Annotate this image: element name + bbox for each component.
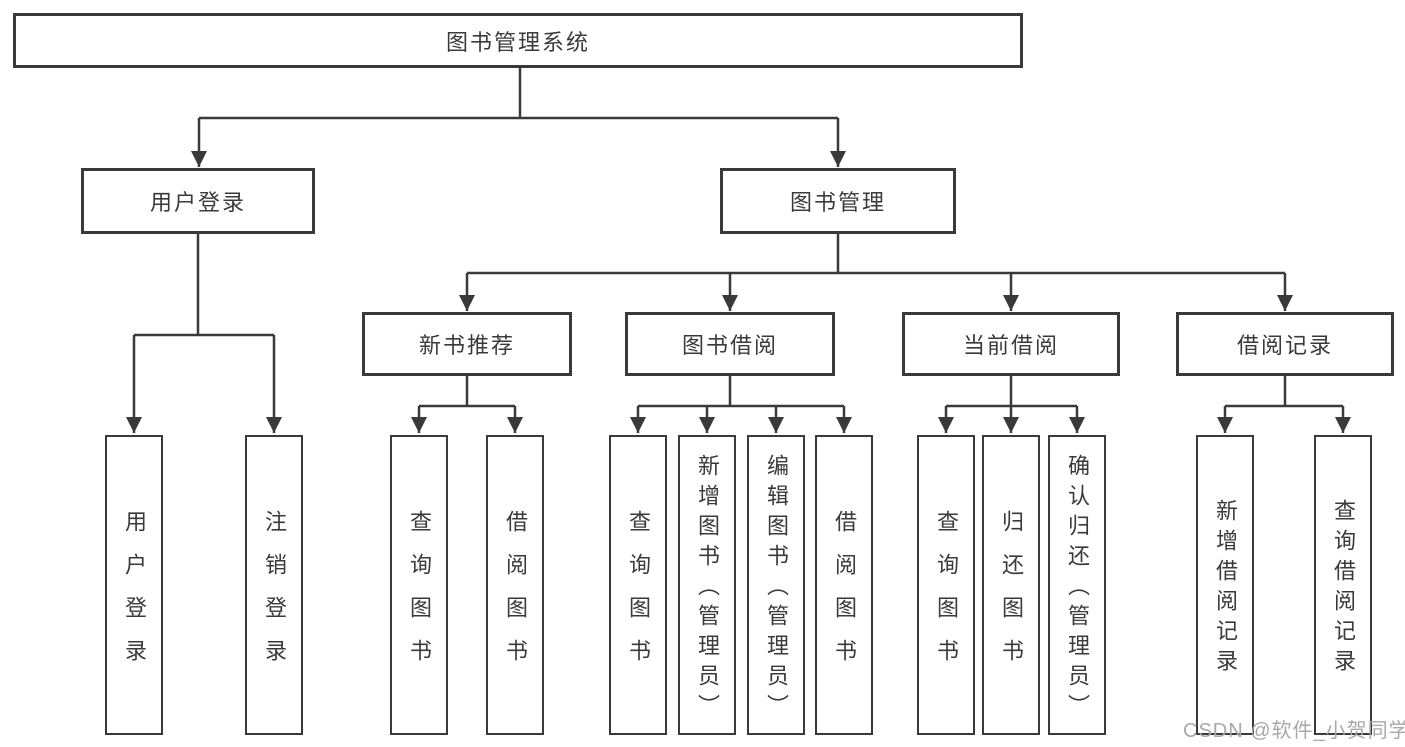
leaf-query-books-borrowing: 查询图书	[609, 435, 667, 735]
node-library-management-system-label: 图书管理系统	[445, 29, 590, 55]
leaf-query-books-borrowing-label: 查询图书	[626, 509, 651, 682]
leaf-confirm-return-admin: 确认归还（管理员）	[1048, 435, 1106, 735]
leaf-add-books-admin: 新增图书（管理员）	[678, 435, 736, 735]
leaf-user-login-label: 用户登录	[122, 509, 147, 682]
leaf-query-books-current: 查询图书	[917, 435, 975, 735]
leaf-logout-label: 注销登录	[262, 509, 287, 682]
node-book-management-label: 图书管理	[789, 190, 886, 215]
leaf-borrow-books: 借阅图书	[815, 435, 873, 735]
leaf-edit-books-admin-label: 编辑图书（管理员）	[764, 454, 789, 724]
leaf-borrow-books-label: 借阅图书	[832, 509, 857, 682]
leaf-add-borrow-record-label: 新增借阅记录	[1213, 499, 1238, 679]
node-user-login: 用户登录	[81, 168, 315, 234]
leaf-query-books-current-label: 查询图书	[934, 509, 959, 682]
node-book-management: 图书管理	[720, 168, 956, 234]
leaf-query-books-recommendation: 查询图书	[390, 435, 448, 735]
leaf-borrow-books-recommendation: 借阅图书	[486, 435, 544, 735]
leaf-add-books-admin-label: 新增图书（管理员）	[695, 454, 720, 724]
csdn-watermark: CSDN @软件_小贺同学	[1183, 720, 1405, 742]
node-new-book-recommendation: 新书推荐	[362, 312, 572, 376]
node-library-management-system: 图书管理系统	[13, 13, 1023, 68]
leaf-return-books-label: 归还图书	[999, 509, 1024, 682]
leaf-logout: 注销登录	[245, 435, 303, 735]
leaf-borrow-books-recommendation-label: 借阅图书	[503, 509, 528, 682]
node-new-book-recommendation-label: 新书推荐	[418, 333, 515, 358]
leaf-query-borrow-record: 查询借阅记录	[1314, 435, 1372, 735]
leaf-confirm-return-admin-label: 确认归还（管理员）	[1065, 454, 1090, 724]
node-borrowing-records: 借阅记录	[1176, 312, 1394, 376]
node-book-borrowing: 图书借阅	[625, 312, 835, 376]
node-book-borrowing-label: 图书借阅	[681, 333, 778, 358]
leaf-return-books: 归还图书	[982, 435, 1040, 735]
leaf-user-login: 用户登录	[105, 435, 163, 735]
leaf-edit-books-admin: 编辑图书（管理员）	[747, 435, 805, 735]
leaf-query-books-recommendation-label: 查询图书	[407, 509, 432, 682]
node-user-login-label: 用户登录	[149, 190, 246, 215]
node-borrowing-records-label: 借阅记录	[1236, 333, 1333, 358]
connector-trunks	[134, 68, 1343, 408]
leaf-add-borrow-record: 新增借阅记录	[1196, 435, 1254, 735]
node-current-borrowing-label: 当前借阅	[962, 333, 1059, 358]
leaf-query-borrow-record-label: 查询借阅记录	[1331, 499, 1356, 679]
node-current-borrowing: 当前借阅	[902, 312, 1120, 376]
